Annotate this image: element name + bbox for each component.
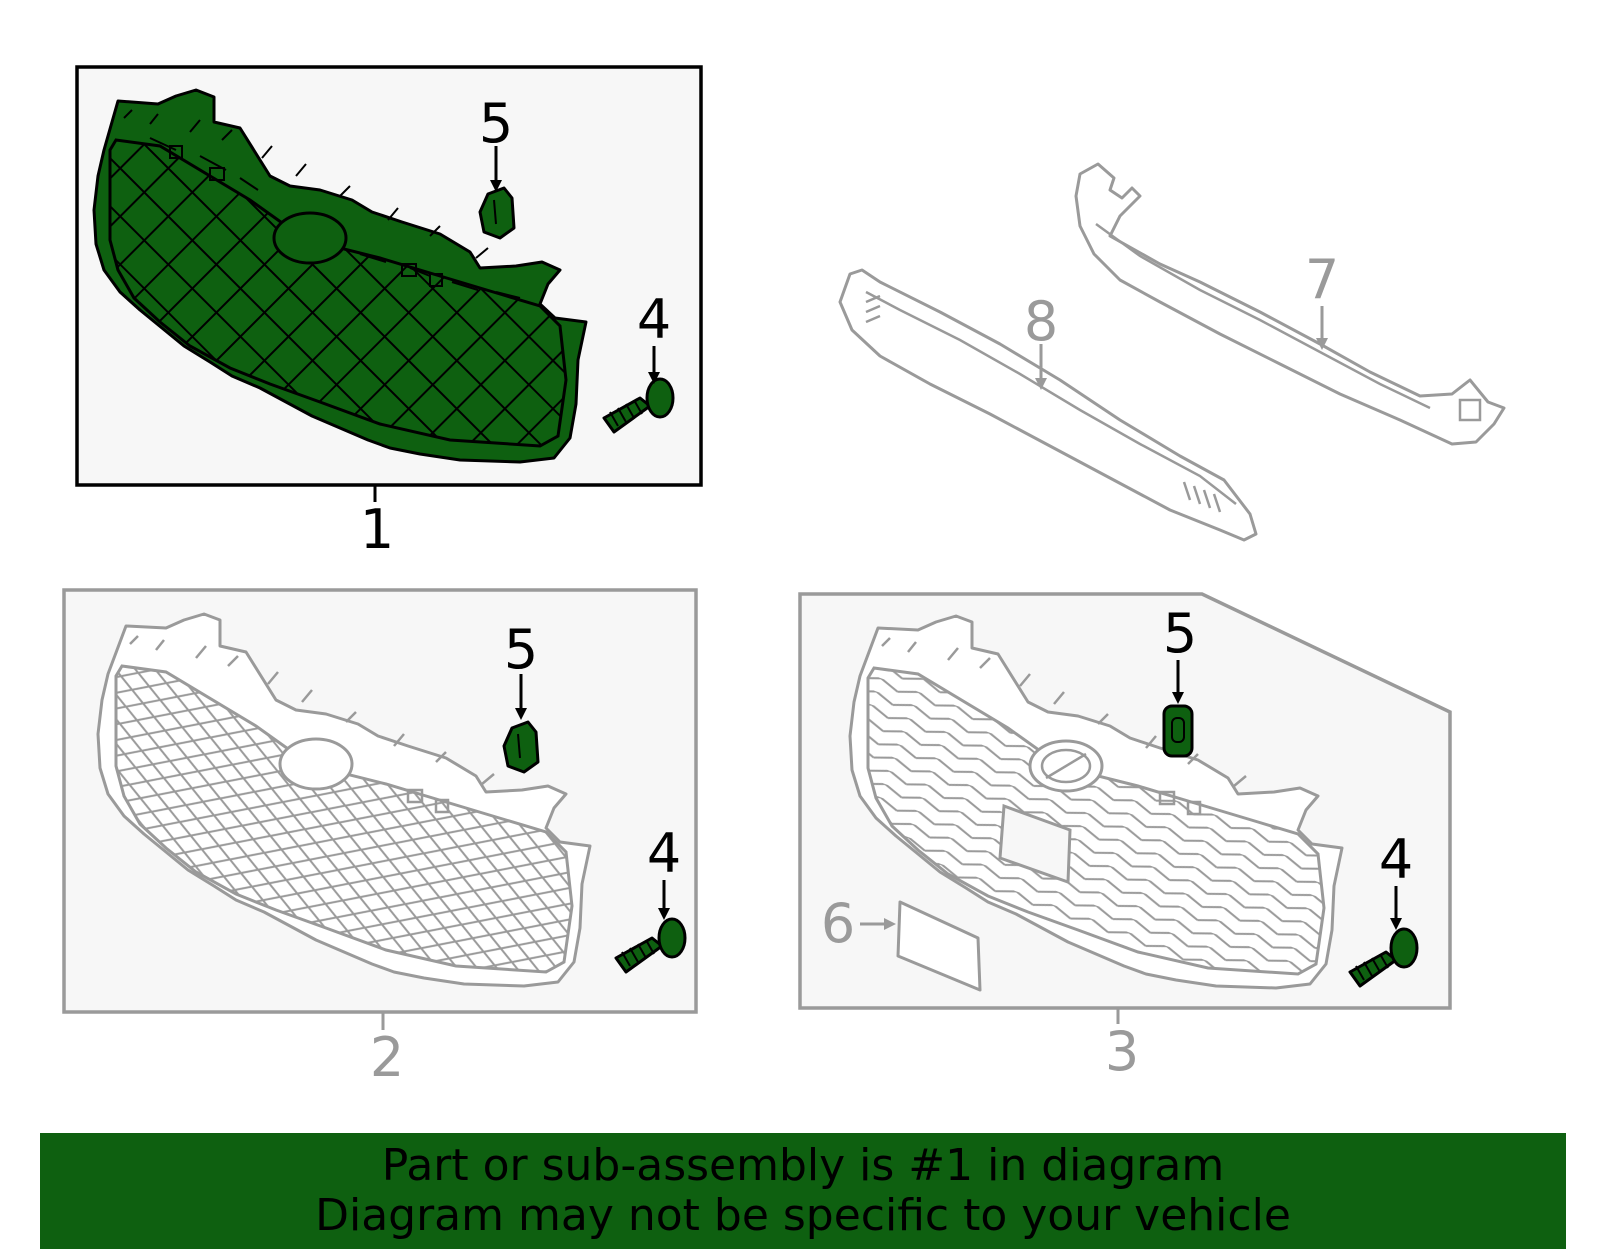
- callout-5: 5: [1163, 602, 1197, 665]
- bracket-part-7[interactable]: [1074, 162, 1506, 446]
- arrow-head: [1172, 692, 1184, 704]
- arrow-head: [515, 708, 527, 720]
- callout-6: 6: [821, 892, 855, 955]
- screw-part-4[interactable]: [602, 377, 675, 434]
- assembly-2-panel[interactable]: 5 4 2: [62, 588, 698, 1089]
- callout-2: 2: [370, 1026, 404, 1089]
- arrow-head: [884, 918, 896, 930]
- grille-assembly-2[interactable]: [96, 612, 592, 988]
- callout-3: 3: [1105, 1020, 1139, 1083]
- emblem-part-6[interactable]: [896, 900, 982, 992]
- callout-8: 8: [1024, 290, 1058, 353]
- assembly-3-panel[interactable]: 6 5 4 3: [798, 592, 1452, 1083]
- molding-part-8[interactable]: [838, 268, 1258, 542]
- arrow-head: [658, 908, 670, 920]
- arrow-head: [1390, 918, 1402, 930]
- callout-4: 4: [647, 822, 681, 885]
- clip-part-5[interactable]: [1162, 704, 1194, 758]
- banner-line-1: Part or sub-assembly is #1 in diagram: [381, 1140, 1225, 1191]
- arrow-head: [1035, 378, 1047, 390]
- callout-1: 1: [360, 498, 394, 561]
- clip-part-5[interactable]: [478, 186, 516, 240]
- callout-4: 4: [1379, 828, 1413, 891]
- grille-assembly-1[interactable]: [92, 88, 588, 464]
- callout-5: 5: [504, 618, 538, 681]
- callout-7: 7: [1305, 248, 1339, 311]
- banner-line-2: Diagram may not be specific to your vehi…: [315, 1190, 1291, 1241]
- arrow-head: [648, 372, 660, 384]
- screw-part-4[interactable]: [1348, 927, 1419, 988]
- callout-4: 4: [637, 288, 671, 351]
- grille-assembly-3[interactable]: [848, 614, 1344, 990]
- info-banner: Part or sub-assembly is #1 in diagram Di…: [40, 1133, 1566, 1249]
- arrow-head: [1316, 338, 1328, 350]
- assembly-1-panel[interactable]: 5 4 1: [75, 65, 703, 561]
- arrow-head: [490, 180, 502, 192]
- screw-part-4[interactable]: [614, 917, 687, 974]
- clip-part-5[interactable]: [502, 720, 540, 774]
- callout-5: 5: [479, 92, 513, 155]
